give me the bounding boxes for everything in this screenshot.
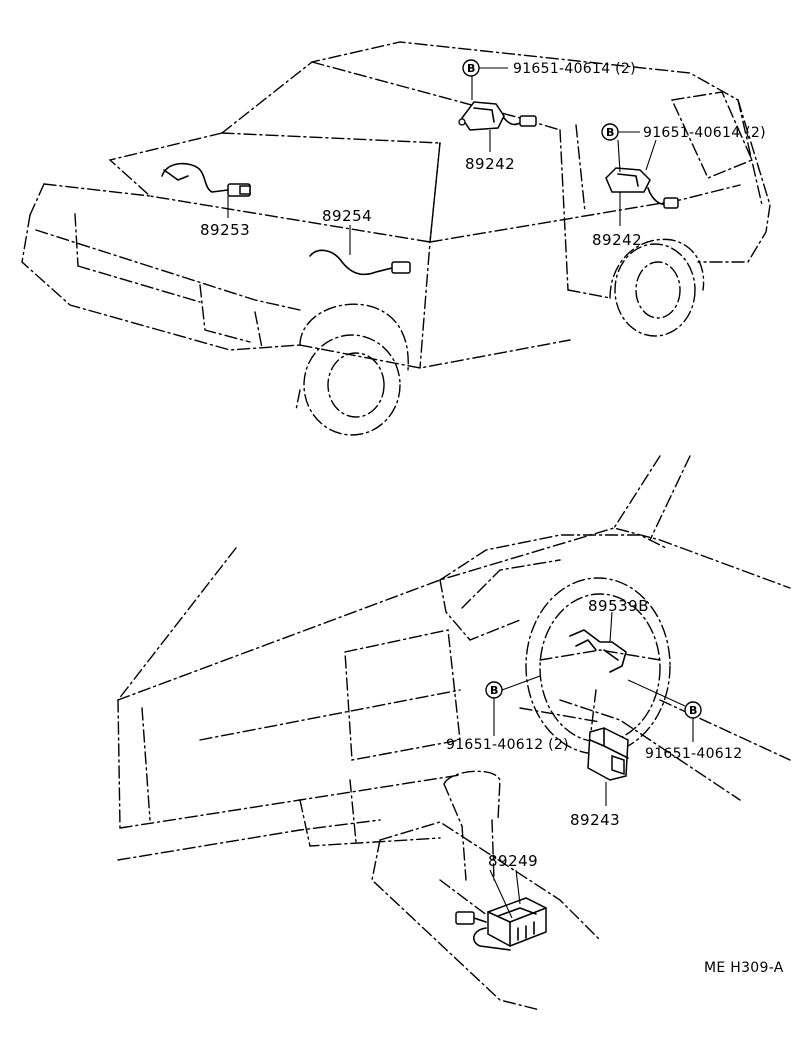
steering-sensor-89539b: 89539B [569,597,649,673]
mid-sensor-89254: 89254 [309,207,411,276]
svg-text:B: B [606,126,614,139]
label-91651-40612-left: 91651-40612 (2) [446,737,569,753]
label-89253: 89253 [200,221,250,239]
label-91651-40612-right: 91651-40612 [645,746,742,762]
svg-text:B: B [490,684,498,697]
label-89242-roof: 89242 [465,155,515,173]
label-91651-40614-roof: 91651-40614 (2) [513,61,636,77]
svg-text:B: B [467,62,475,75]
bolt-marker-roof: B [462,59,480,77]
console-sensor-89249: 89249 [455,852,547,951]
svg-text:B: B [689,704,697,717]
bolt-marker-rear: B [601,123,619,141]
diagram-reference-code: ME H309-A [704,960,784,976]
label-89242-rear: 89242 [592,231,642,249]
control-unit-89243: 89243 [570,727,629,829]
label-91651-40614-rear: 91651-40614 (2) [643,125,766,141]
label-89243: 89243 [570,811,620,829]
front-sensor-89253: 89253 [161,162,251,239]
rear-sensor-89242: B 91651-40614 (2) 89242 [592,123,766,249]
car-illustration [21,41,771,436]
roof-sensor-89242: B 91651-40614 (2) 89242 [458,59,636,173]
label-89539b: 89539B [588,597,649,615]
label-89254: 89254 [322,207,372,225]
label-89249: 89249 [488,852,538,870]
dashboard-illustration [117,455,791,1011]
bolt-right: B 91651-40612 [627,679,742,762]
bolt-left: B 91651-40612 (2) [446,675,569,753]
